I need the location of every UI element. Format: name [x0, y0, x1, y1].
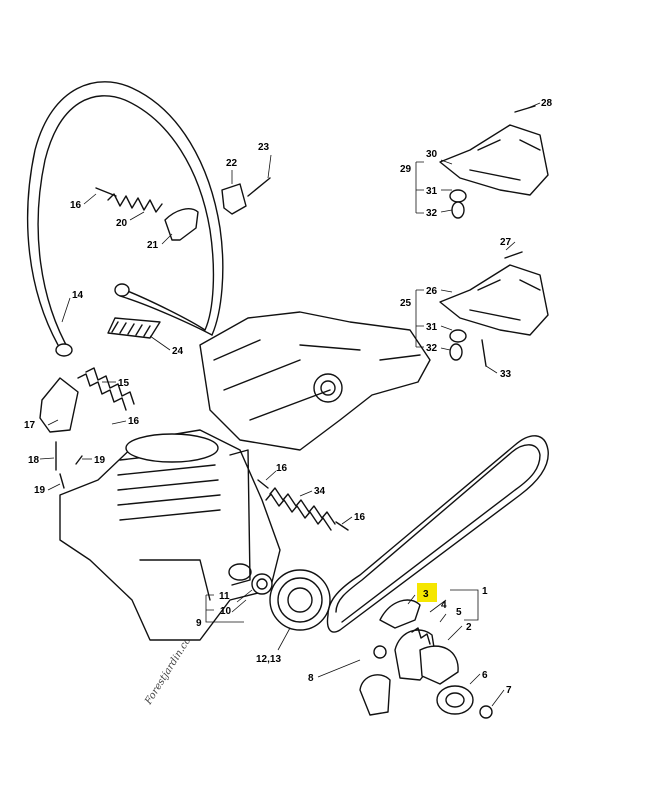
callout-3: 3: [423, 589, 429, 600]
callout-34: 34: [314, 486, 326, 497]
leader-lines: [39, 102, 541, 707]
callout-28: 28: [541, 98, 553, 109]
callout-30: 30: [426, 149, 438, 160]
callout-labels: 23 22 16 20 21 14 24 15 16 17 18 19 19 1…: [24, 98, 553, 696]
callout-7: 7: [506, 685, 512, 696]
callout-11: 11: [219, 591, 230, 602]
callout-16: 16: [128, 416, 140, 427]
callout-9: 9: [196, 618, 202, 629]
callout-23: 23: [258, 142, 270, 153]
callout-20: 20: [116, 218, 128, 229]
callout-32: 32: [426, 208, 438, 219]
callout-15: 15: [118, 378, 130, 389]
callout-12-13: 12,13: [256, 654, 281, 665]
screw-icon: [247, 177, 271, 197]
callout-1: 1: [482, 586, 488, 597]
mount-bracket-icon: [439, 251, 549, 367]
callout-31: 31: [426, 186, 438, 197]
callout-14: 14: [72, 290, 84, 301]
callout-31: 31: [426, 322, 438, 333]
clip-icon: [221, 183, 247, 215]
spring-icon: [257, 479, 349, 531]
callout-21: 21: [147, 240, 159, 251]
av-mount-icon: [39, 377, 79, 433]
callout-33: 33: [500, 369, 512, 380]
callout-25: 25: [400, 298, 412, 309]
grip-pad-icon: [107, 317, 161, 339]
callout-4: 4: [441, 600, 447, 611]
engine-icon: [59, 429, 281, 641]
screw-icon: [95, 187, 117, 197]
callout-32: 32: [426, 343, 438, 354]
v-belt-icon: [326, 435, 549, 633]
highlight-box: [417, 583, 437, 602]
callout-8: 8: [308, 673, 314, 684]
callout-26: 26: [426, 286, 438, 297]
callout-16: 16: [276, 463, 288, 474]
callout-2: 2: [466, 622, 472, 633]
clutch-icon: [359, 599, 493, 719]
callout-19: 19: [94, 455, 106, 466]
callout-22: 22: [226, 158, 238, 169]
callout-16: 16: [354, 512, 366, 523]
callout-29: 29: [400, 164, 412, 175]
callout-10: 10: [220, 606, 232, 617]
mount-bracket-icon: [439, 105, 549, 219]
callout-6: 6: [482, 670, 488, 681]
pulley-icon: [228, 563, 331, 631]
callout-5: 5: [456, 607, 462, 618]
housing-icon: [199, 311, 431, 451]
callout-16: 16: [70, 200, 82, 211]
handlebar-icon: [26, 81, 224, 357]
callout-24: 24: [172, 346, 184, 357]
callout-19: 19: [34, 485, 46, 496]
spring-icon: [77, 193, 163, 411]
callout-18: 18: [28, 455, 40, 466]
bracket-icon: [164, 208, 199, 241]
callout-27: 27: [500, 237, 512, 248]
callout-17: 17: [24, 420, 36, 431]
